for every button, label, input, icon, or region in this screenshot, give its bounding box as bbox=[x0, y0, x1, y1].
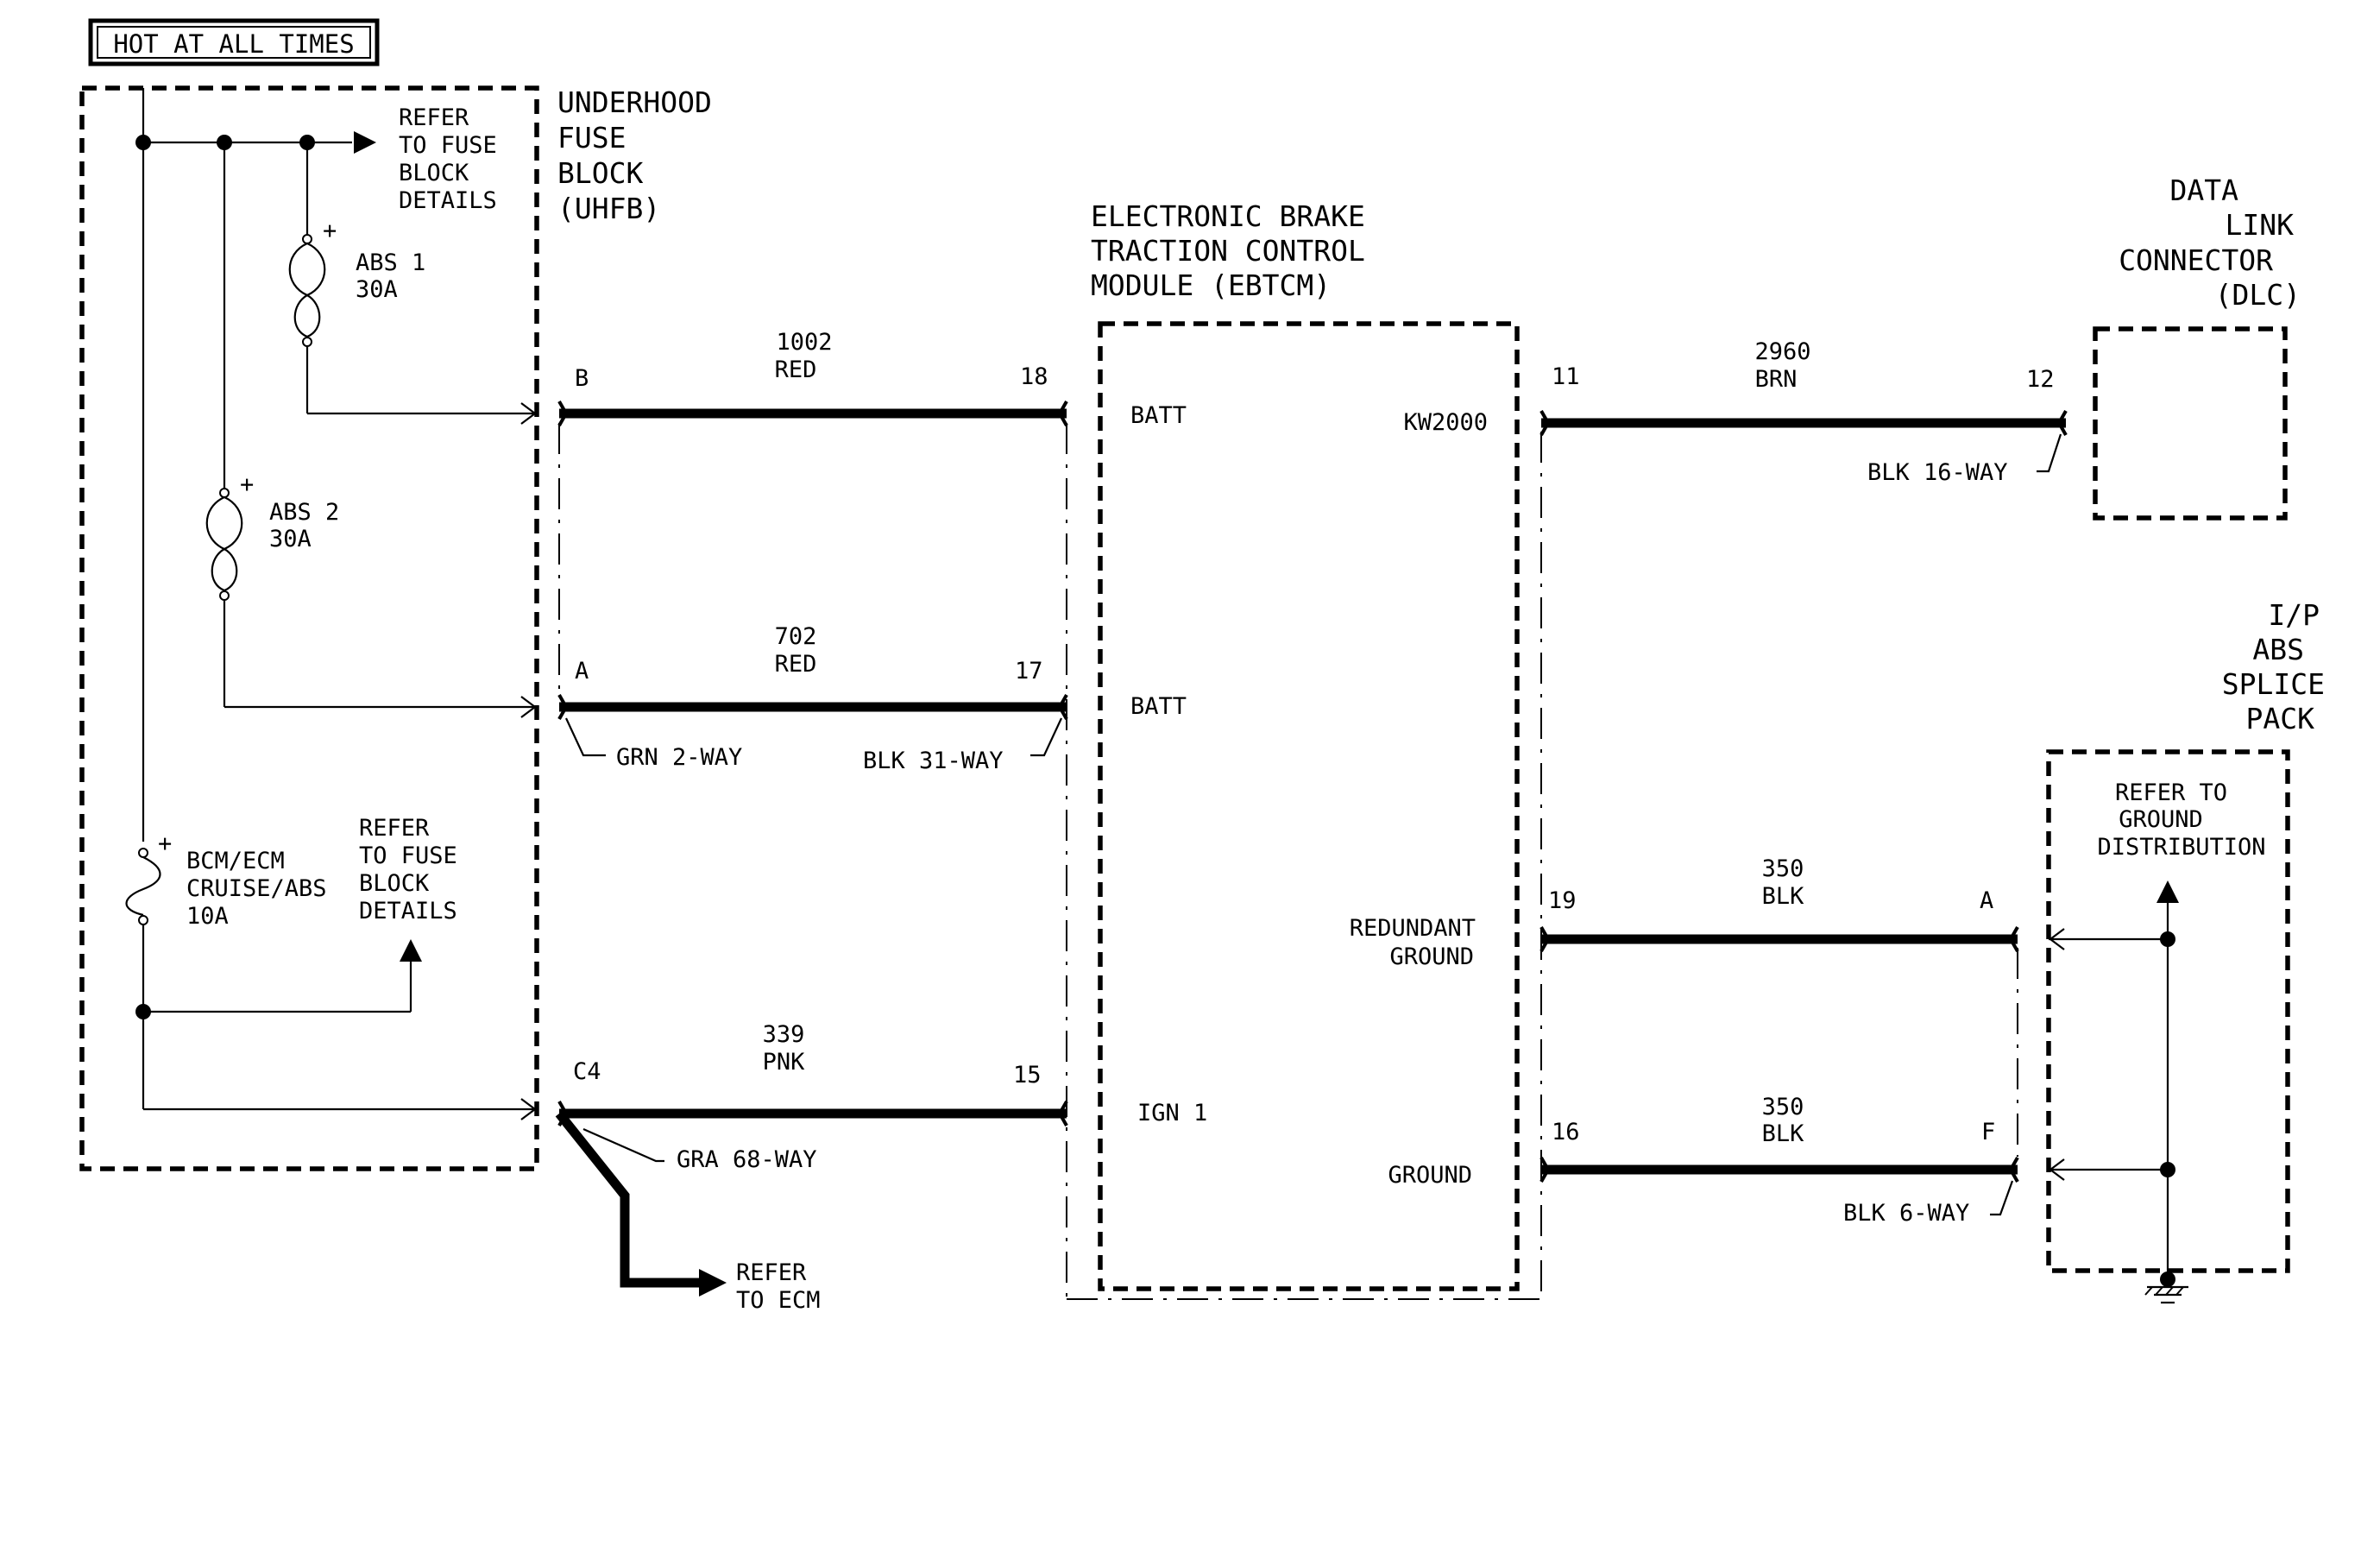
module-pin-redundant-ground-1: REDUNDANT bbox=[1350, 915, 1476, 942]
svg-text:GROUND: GROUND bbox=[2119, 806, 2203, 833]
module-pin-batt-1: BATT bbox=[1130, 402, 1187, 429]
connector-blk-31way: BLK 31-WAY bbox=[863, 748, 1004, 774]
svg-text:REFER: REFER bbox=[359, 815, 430, 842]
svg-text:30A: 30A bbox=[269, 526, 312, 552]
svg-text:DETAILS: DETAILS bbox=[359, 898, 457, 924]
svg-text:PNK: PNK bbox=[763, 1049, 806, 1076]
svg-text:TO FUSE: TO FUSE bbox=[359, 842, 457, 869]
fuse-abs1-plus: + bbox=[323, 218, 337, 244]
module-pin-batt-2: BATT bbox=[1130, 693, 1187, 720]
svg-text:I/P: I/P bbox=[2268, 598, 2320, 632]
svg-text:ABS 2: ABS 2 bbox=[269, 499, 339, 526]
fuse-bcm-plus: + bbox=[158, 830, 172, 857]
wire-350-redundant: 19 A 350 BLK bbox=[1539, 855, 2019, 952]
wire-350-ground: 16 F 350 BLK BLK 6-WAY bbox=[1539, 1094, 2019, 1227]
module-pin-ground: GROUND bbox=[1388, 1162, 1472, 1189]
module-pin-kw2000: KW2000 bbox=[1403, 409, 1488, 436]
pin-c4: C4 bbox=[573, 1058, 601, 1085]
svg-text:BLOCK: BLOCK bbox=[359, 870, 430, 897]
svg-text:DATA: DATA bbox=[2170, 174, 2239, 207]
pin-12: 12 bbox=[2026, 366, 2055, 393]
shield-lines bbox=[558, 423, 2018, 1300]
uhfb-refer-mid: REFER TO FUSE BLOCK DETAILS bbox=[143, 815, 457, 1013]
hot-at-all-times-label: HOT AT ALL TIMES bbox=[88, 18, 380, 66]
connector-grn-2way: GRN 2-WAY bbox=[616, 744, 742, 771]
hot-label-text: HOT AT ALL TIMES bbox=[113, 29, 354, 59]
uhfb-feeds bbox=[143, 402, 537, 1120]
refer-to-ecm: REFER TO ECM bbox=[555, 1110, 821, 1314]
svg-text:BCM/ECM: BCM/ECM bbox=[186, 848, 285, 874]
svg-text:339: 339 bbox=[763, 1021, 805, 1048]
dlc-connector: DATA LINK CONNECTOR (DLC) bbox=[2093, 174, 2301, 521]
svg-text:CRUISE/ABS: CRUISE/ABS bbox=[186, 875, 327, 902]
wire-2960: 11 12 2960 BRN BLK 16-WAY bbox=[1539, 338, 2068, 486]
connector-blk-16way: BLK 16-WAY bbox=[1867, 459, 2008, 486]
fuse-abs2: + ABS 2 30A bbox=[205, 471, 339, 707]
svg-text:ABS: ABS bbox=[2252, 633, 2304, 666]
svg-text:BLK: BLK bbox=[1762, 883, 1805, 910]
svg-text:CONNECTOR: CONNECTOR bbox=[2119, 243, 2273, 277]
svg-text:TO ECM: TO ECM bbox=[736, 1287, 821, 1314]
module-pin-ign1: IGN 1 bbox=[1137, 1100, 1207, 1126]
wire-702: A 17 702 RED GRN 2-WAY BLK 31-WAY bbox=[557, 623, 1068, 774]
pin-11: 11 bbox=[1552, 363, 1580, 390]
svg-text:REFER: REFER bbox=[399, 104, 469, 131]
svg-text:350: 350 bbox=[1762, 1094, 1804, 1120]
svg-text:TRACTION CONTROL: TRACTION CONTROL bbox=[1091, 234, 1365, 268]
svg-text:(UHFB): (UHFB) bbox=[557, 192, 660, 225]
svg-text:PACK: PACK bbox=[2246, 702, 2315, 735]
svg-text:350: 350 bbox=[1762, 855, 1804, 882]
connector-blk-6way: BLK 6-WAY bbox=[1843, 1200, 1969, 1227]
svg-text:10A: 10A bbox=[186, 903, 229, 930]
connector-gra-68way: GRA 68-WAY bbox=[677, 1146, 817, 1173]
svg-text:DETAILS: DETAILS bbox=[399, 187, 497, 214]
module-pin-redundant-ground-2: GROUND bbox=[1389, 943, 1474, 970]
pin-a-right: A bbox=[1980, 887, 1993, 914]
svg-text:TO FUSE: TO FUSE bbox=[399, 132, 497, 159]
wire-339: C4 15 339 PNK GRA 68-WAY bbox=[557, 1021, 1068, 1173]
pin-19: 19 bbox=[1548, 887, 1577, 914]
svg-text:FUSE: FUSE bbox=[557, 121, 626, 155]
pin-18: 18 bbox=[1020, 363, 1048, 390]
svg-text:RED: RED bbox=[775, 357, 817, 383]
uhfb-box bbox=[79, 85, 539, 1171]
svg-text:SPLICE: SPLICE bbox=[2222, 667, 2325, 701]
svg-text:30A: 30A bbox=[356, 276, 398, 303]
svg-text:LINK: LINK bbox=[2226, 208, 2295, 242]
svg-text:REFER TO: REFER TO bbox=[2115, 779, 2227, 806]
svg-text:2960: 2960 bbox=[1754, 338, 1810, 365]
svg-text:BRN: BRN bbox=[1755, 366, 1798, 393]
svg-text:(DLC): (DLC) bbox=[2215, 278, 2301, 312]
svg-text:BLK: BLK bbox=[1762, 1120, 1805, 1147]
svg-text:REFER: REFER bbox=[736, 1259, 807, 1286]
pin-b: B bbox=[575, 365, 589, 392]
svg-text:RED: RED bbox=[775, 651, 817, 678]
uhfb-bus bbox=[135, 88, 376, 842]
svg-text:ELECTRONIC BRAKE: ELECTRONIC BRAKE bbox=[1091, 199, 1365, 233]
fuse-abs1: + ABS 1 30A bbox=[288, 218, 425, 413]
wire-1002: B 18 1002 RED bbox=[557, 329, 1068, 426]
uhfb-title: UNDERHOOD FUSE BLOCK (UHFB) bbox=[557, 85, 712, 225]
svg-text:BLOCK: BLOCK bbox=[399, 160, 469, 186]
pin-16: 16 bbox=[1552, 1119, 1580, 1145]
pin-17: 17 bbox=[1015, 658, 1043, 685]
uhfb-refer-top: REFER TO FUSE BLOCK DETAILS bbox=[399, 104, 497, 214]
fuse-abs2-plus: + bbox=[240, 471, 254, 498]
splice-pack: I/P ABS SPLICE PACK REFER TO GROUND DIST… bbox=[2046, 598, 2325, 1304]
svg-text:MODULE (EBTCM): MODULE (EBTCM) bbox=[1091, 268, 1331, 302]
ebtcm-module: ELECTRONIC BRAKE TRACTION CONTROL MODULE… bbox=[1091, 199, 1520, 1291]
svg-text:1002: 1002 bbox=[776, 329, 832, 356]
pin-a-left: A bbox=[575, 658, 589, 685]
pin-f: F bbox=[1981, 1119, 1995, 1145]
svg-text:BLOCK: BLOCK bbox=[557, 156, 643, 190]
pin-15: 15 bbox=[1013, 1062, 1042, 1089]
ground-symbol-icon bbox=[2144, 1285, 2188, 1304]
svg-text:UNDERHOOD: UNDERHOOD bbox=[557, 85, 712, 119]
fuse-bcm-ecm: + BCM/ECM CRUISE/ABS 10A bbox=[125, 830, 327, 1109]
svg-text:ABS 1: ABS 1 bbox=[356, 249, 425, 276]
svg-text:DISTRIBUTION: DISTRIBUTION bbox=[2097, 834, 2265, 861]
svg-text:702: 702 bbox=[775, 623, 817, 650]
